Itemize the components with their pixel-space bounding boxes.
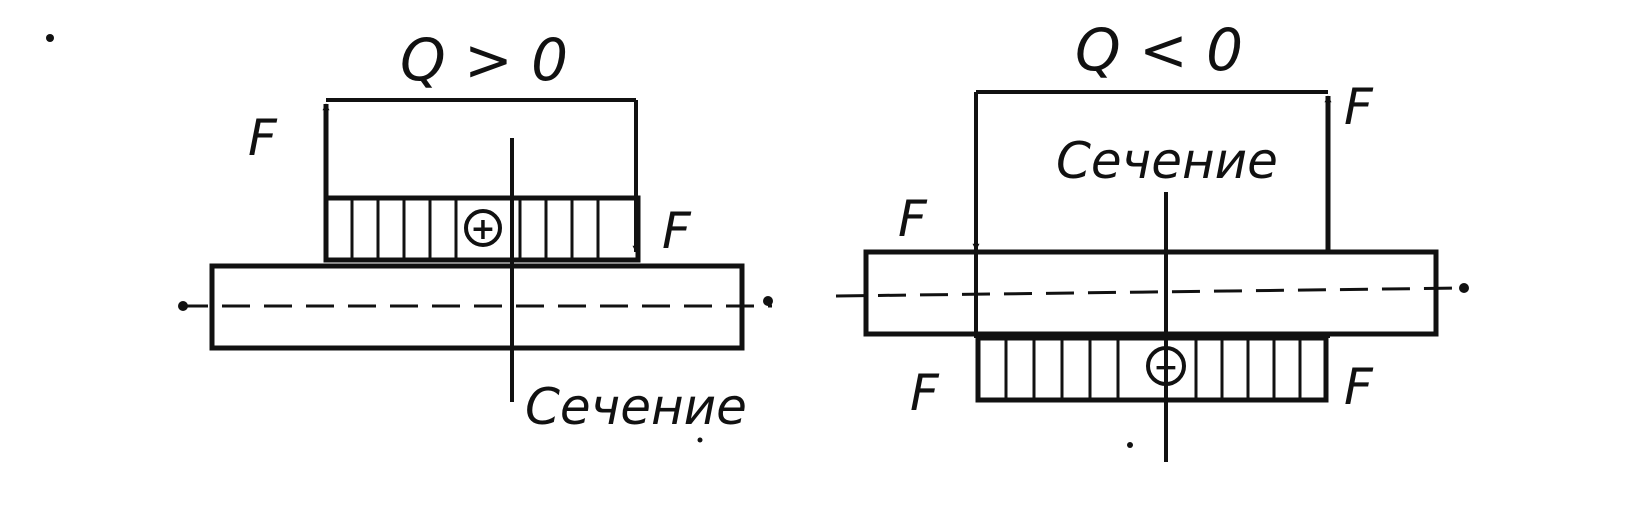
ink-speck (697, 437, 703, 443)
axis-end-dot (178, 301, 188, 311)
shear-area (975, 335, 1329, 403)
ink-speck (46, 34, 54, 42)
force-label-left-bottom: F (910, 364, 940, 422)
beam (863, 249, 1439, 337)
force-label-left-top: F (898, 190, 928, 248)
ink-speck (1127, 442, 1133, 448)
axis-end-dot (1459, 283, 1469, 293)
force-label-right: F (662, 202, 692, 260)
diagram-negative-shear: Q < 0 − F F F F (835, 16, 1469, 462)
section-label: Сечение (525, 378, 747, 436)
axis-end-dot (763, 296, 773, 306)
plus-sign: + (470, 212, 495, 247)
section-label: Сечение (1056, 132, 1278, 190)
title-q-negative: Q < 0 (1075, 16, 1243, 84)
shear-diagram-negative: − (975, 335, 1329, 403)
shear-diagram-positive: + (323, 195, 641, 263)
force-label-right-bottom: F (1344, 358, 1374, 416)
plus-sign-circle (464, 209, 502, 247)
title-q-positive: Q > 0 (400, 26, 568, 94)
force-label-right-top: F (1344, 78, 1374, 136)
force-label-left: F (248, 109, 278, 167)
diagram-positive-shear: Q > 0 + F F Сечение (178, 26, 773, 436)
beam-axis (835, 286, 1465, 298)
